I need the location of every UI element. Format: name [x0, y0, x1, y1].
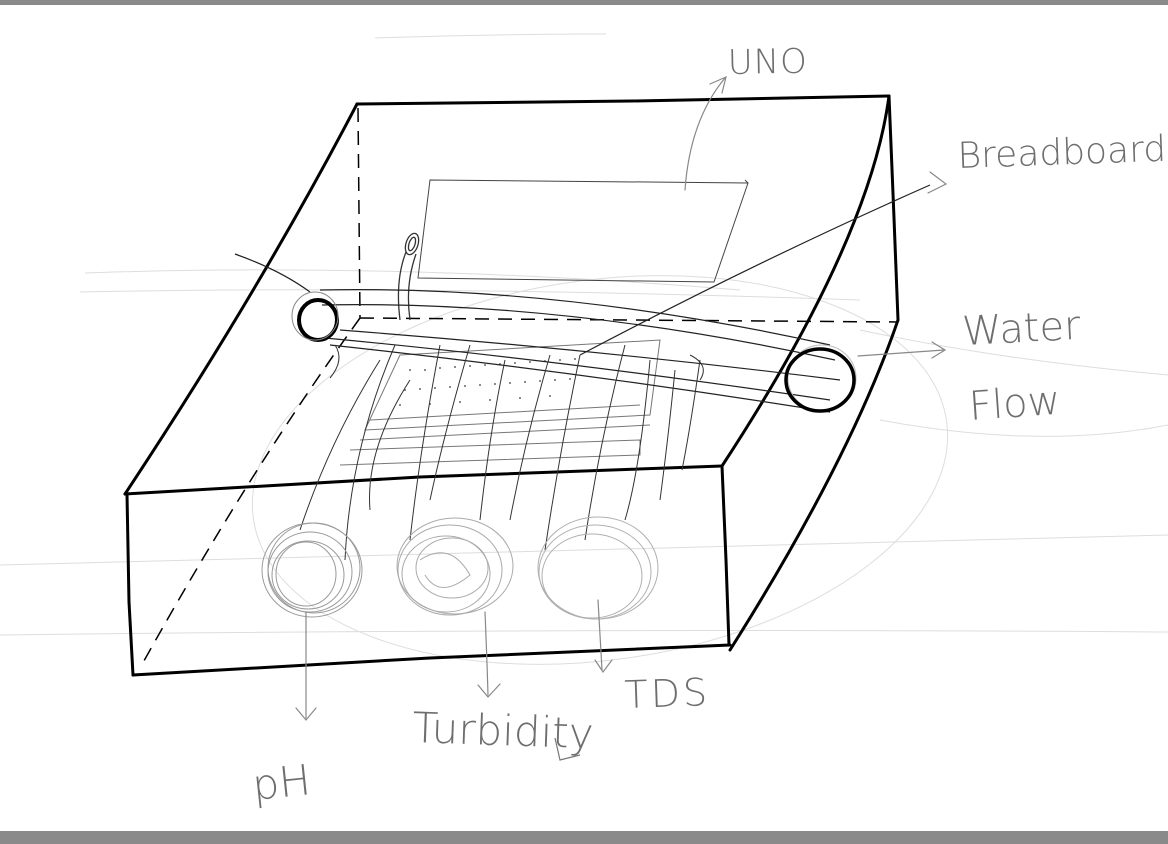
ph-sensor — [262, 523, 362, 617]
label-turbidity: Turbidity — [412, 703, 595, 758]
box-front-right-edge — [722, 466, 729, 645]
sketch-canvas: UNO Breadboard Water Flow pH Turbidity T… — [0, 5, 1168, 831]
water-flow-arrow — [858, 350, 944, 356]
labels: UNO Breadboard Water Flow pH Turbidity T… — [250, 42, 1167, 810]
bottom-border — [0, 831, 1168, 844]
box-front-left-edge — [127, 494, 133, 675]
hidden-edges — [140, 108, 898, 668]
turbidity-arrow — [485, 612, 488, 695]
enclosure-box — [125, 96, 898, 675]
inlet-hole — [292, 292, 338, 340]
uno-board — [418, 180, 748, 282]
label-uno: UNO — [727, 42, 808, 83]
tds-arrow — [598, 600, 602, 670]
uno-arrow — [685, 78, 725, 190]
box-front-bottom-edge — [133, 645, 730, 675]
breadboard-module — [340, 340, 660, 465]
tube-loop — [398, 232, 421, 320]
breadboard-arrowhead — [928, 172, 946, 193]
label-water: Water — [961, 303, 1082, 355]
turbidity-sensor — [397, 518, 513, 615]
sensor-wires — [300, 345, 703, 560]
breadboard-holes — [399, 358, 576, 406]
box-right-back-edge — [889, 96, 898, 320]
label-flow: Flow — [967, 378, 1061, 430]
label-ph: pH — [250, 755, 313, 810]
label-tds: TDS — [624, 670, 711, 717]
box-top-right-edge — [722, 96, 889, 466]
label-breadboard: Breadboard — [957, 129, 1167, 177]
box-top-back-edge — [357, 96, 889, 104]
